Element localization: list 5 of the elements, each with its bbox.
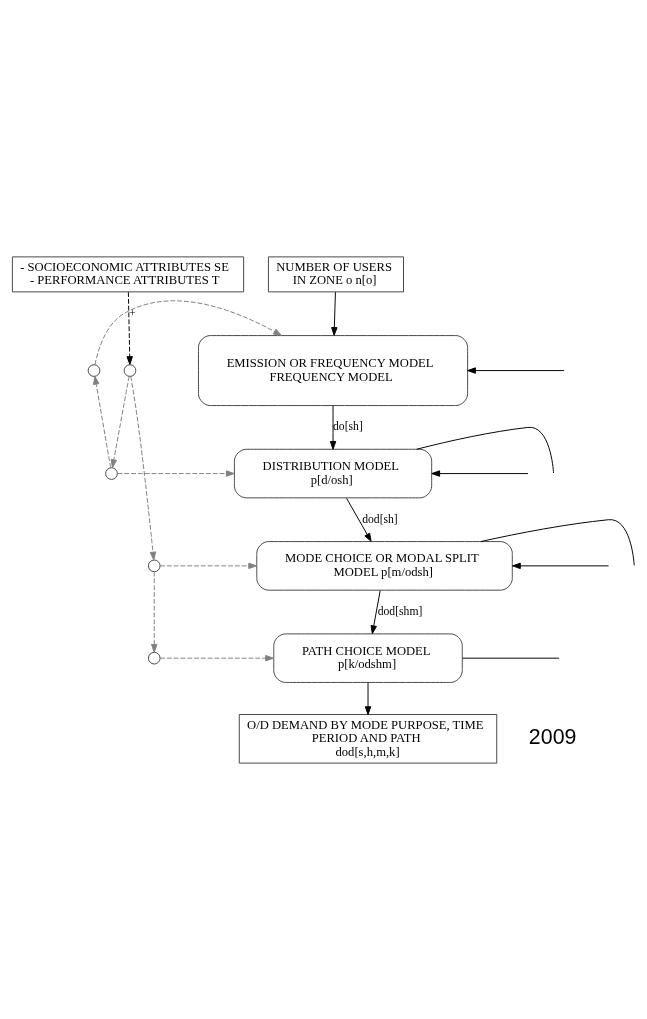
edge-label: dod[shm] <box>377 604 423 618</box>
edge-label: dod[sh] <box>362 512 398 526</box>
label: 2009 <box>528 724 577 749</box>
edge-label: do[sh] <box>333 419 363 433</box>
edge-label: + <box>129 306 136 320</box>
